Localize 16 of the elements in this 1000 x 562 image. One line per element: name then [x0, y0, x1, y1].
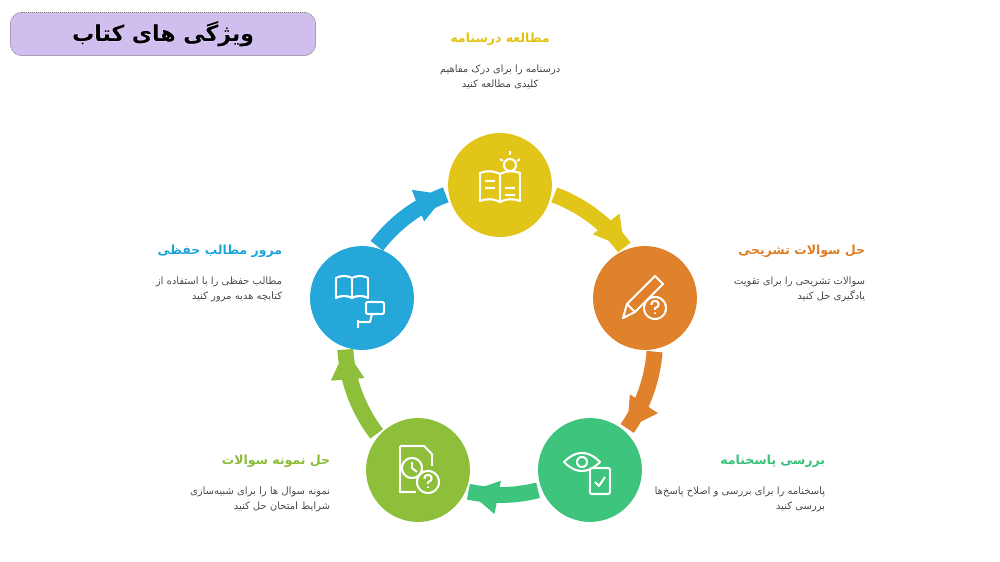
step-description: نمونه سوال ها را برای شبیه‌سازی شرایط امتحان حل کنید — [188, 485, 330, 514]
title-banner: ویژگی های کتاب — [10, 12, 316, 56]
step-description: درسنامه را برای درک مفاهیم کلیدی مطالعه کنید — [438, 63, 562, 92]
step-heading: مطالعه درسنامه — [449, 30, 551, 45]
curved-arrow — [620, 350, 663, 434]
step-description: سوالات تشریحی را برای تقویت یادگیری حل کنید — [732, 275, 865, 304]
curved-arrow — [466, 480, 540, 514]
step-heading: مرور مطالب حفظی — [156, 242, 282, 257]
step-heading: حل نمونه سوالات — [220, 452, 330, 467]
step-heading: حل سوالات تشریحی — [737, 242, 865, 257]
step-description: پاسخنامه را برای بررسی و اصلاح پاسخ‌ها بررسی کنید — [654, 485, 825, 514]
step-heading: بررسی پاسخنامه — [719, 452, 825, 467]
step-description: مطالب حفظی را با استفاده از کتابچه هدیه مرور کنید — [154, 275, 282, 304]
curved-arrow — [370, 187, 449, 251]
curved-arrow — [551, 187, 631, 252]
curved-arrow — [330, 348, 384, 439]
